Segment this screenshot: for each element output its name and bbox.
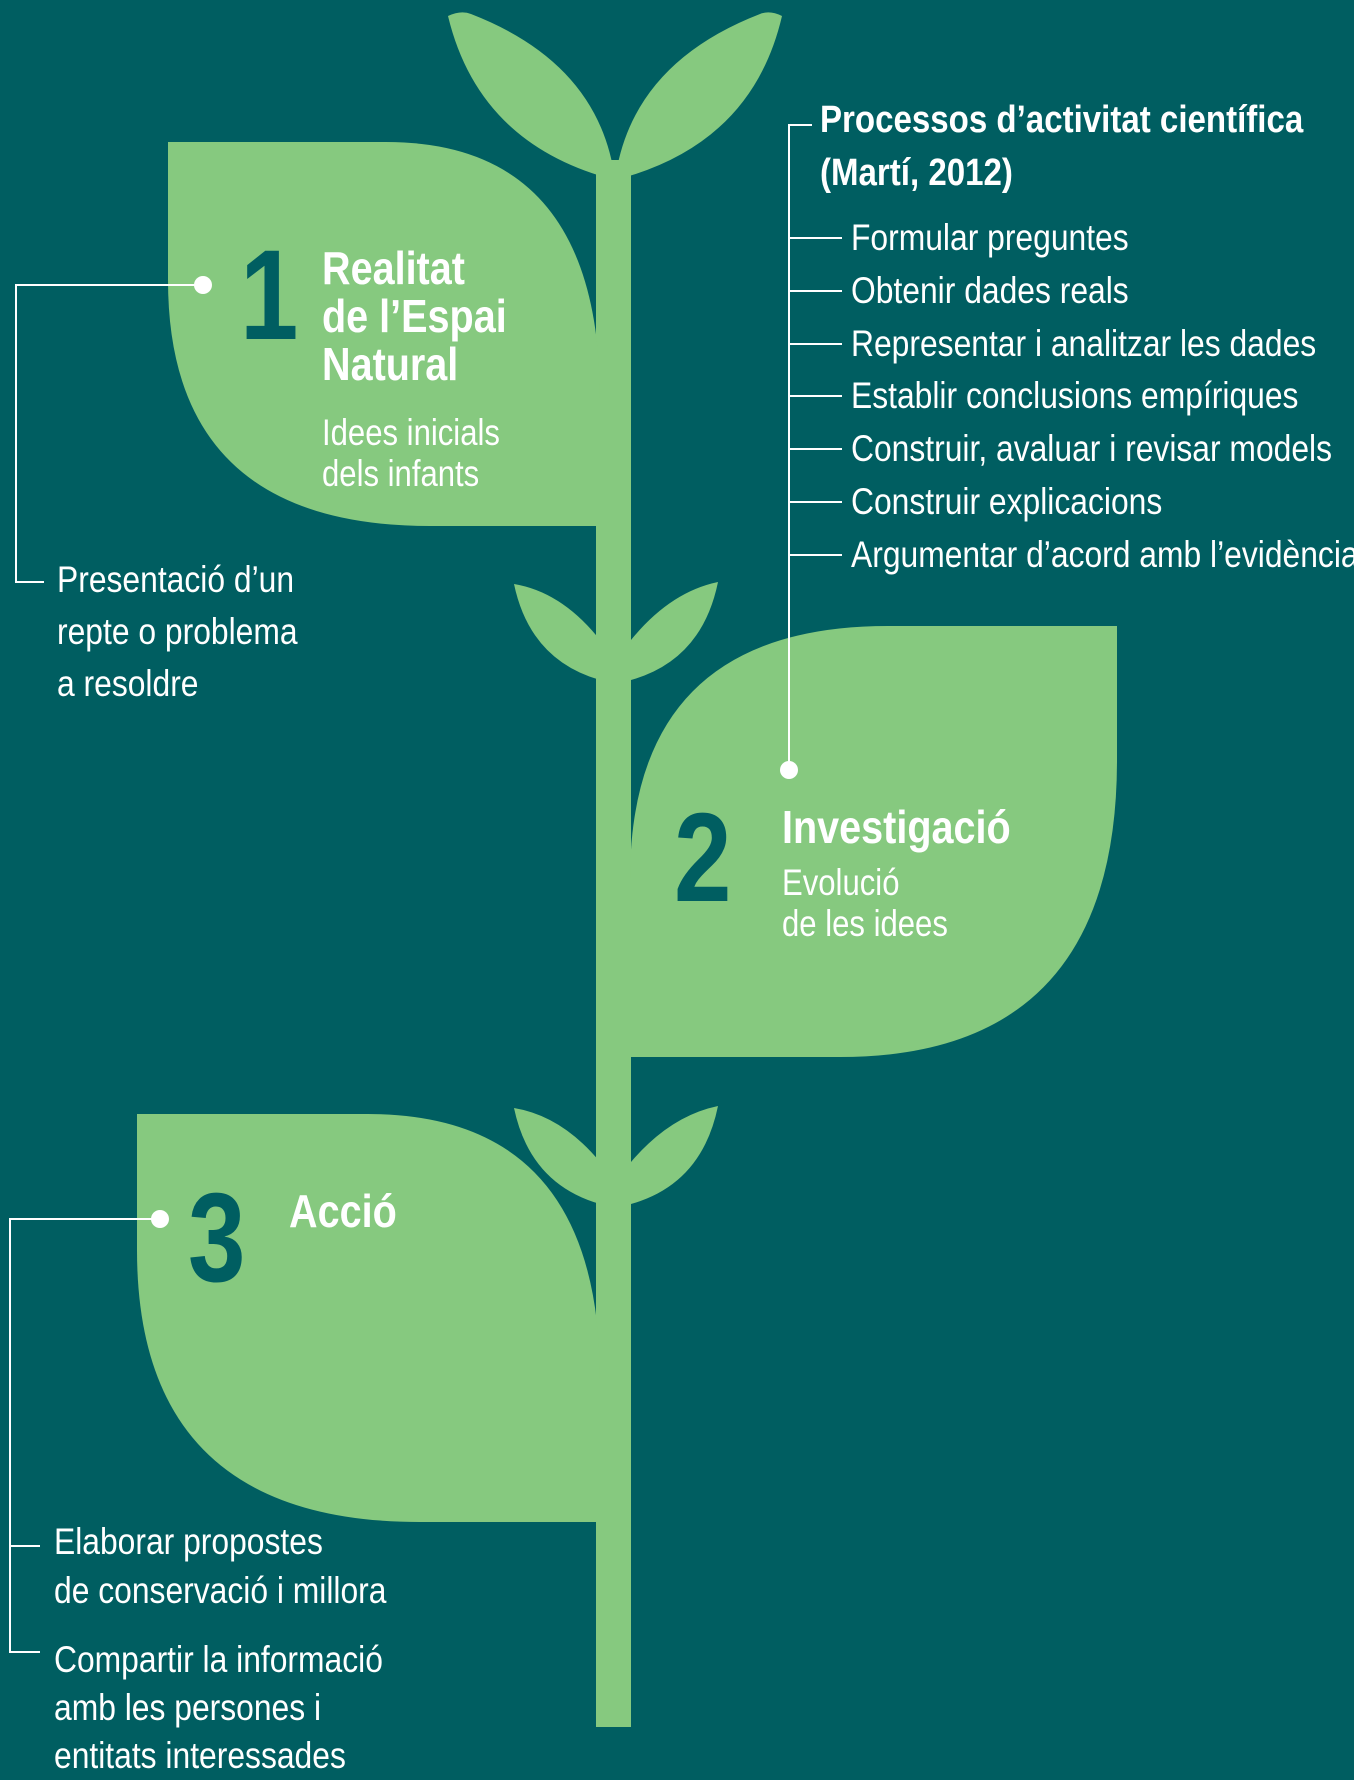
- stage3-note-2: Compartir la informació amb les persones…: [54, 1636, 383, 1780]
- stage1-title-line: Natural: [322, 338, 459, 390]
- process-item: Obtenir dades reals: [851, 270, 1129, 311]
- stage1-subtitle: Idees inicials dels infants: [322, 412, 500, 494]
- small-leaf-left-2: [514, 1108, 600, 1204]
- stage1-title-line: de l’Espai: [322, 290, 507, 342]
- stage3-note-line: amb les persones i: [54, 1687, 322, 1728]
- stage1-title-line: Realitat: [322, 242, 465, 294]
- stage3-dot: [151, 1210, 169, 1228]
- stage3-number: 3: [188, 1167, 246, 1308]
- stage1-connector: [15, 284, 200, 583]
- top-left-leaf: [448, 12, 615, 181]
- small-leaf-right-1: [631, 582, 718, 680]
- stage3-note-line: Elaborar propostes: [54, 1521, 323, 1562]
- connector-lines: [9, 124, 842, 1653]
- stage2-leaf: [630, 626, 1117, 1057]
- processes-heading-line: (Martí, 2012): [820, 152, 1013, 194]
- process-item: Argumentar d’acord amb l’evidència: [851, 534, 1354, 575]
- stage1-note-line: Presentació d’un: [57, 559, 295, 600]
- process-item: Representar i analitzar les dades: [851, 323, 1317, 364]
- process-item: Construir explicacions: [851, 481, 1163, 522]
- stage1-subtitle-line: Idees inicials: [322, 412, 500, 453]
- stage3-note-line: entitats interessades: [54, 1735, 346, 1776]
- stage1-number: 1: [240, 224, 299, 367]
- stage2-number: 2: [674, 787, 732, 928]
- process-item: Establir conclusions empíriques: [851, 375, 1299, 416]
- stage2-subtitle: Evolució de les idees: [782, 862, 948, 944]
- stage3-title: Acció: [289, 1185, 397, 1237]
- small-leaf-right-2: [631, 1106, 718, 1204]
- process-item: Formular preguntes: [851, 217, 1129, 258]
- process-item: Construir, avaluar i revisar models: [851, 428, 1333, 469]
- top-right-leaf: [615, 12, 782, 181]
- plant-stem: [596, 160, 631, 1727]
- stage1-leaf: [168, 142, 600, 526]
- connector-dots: [151, 276, 798, 1228]
- stage2-dot: [780, 761, 798, 779]
- processes-heading-line: Processos d’activitat científica: [820, 99, 1304, 141]
- stage1-note-line: a resoldre: [57, 663, 199, 704]
- stage3-connector: [9, 1218, 158, 1653]
- processes-heading: Processos d’activitat científica (Martí,…: [820, 94, 1303, 200]
- stage3-leaf: [137, 1114, 600, 1522]
- stage1-note: Presentació d’un repte o problema a reso…: [57, 554, 298, 710]
- small-leaf-left-1: [514, 584, 600, 680]
- stage1-title: Realitat de l’Espai Natural: [322, 244, 507, 388]
- stage2-title: Investigació: [782, 801, 1011, 853]
- stage2-subtitle-line: Evolució: [782, 862, 900, 903]
- stage1-note-line: repte o problema: [57, 611, 298, 652]
- stage3-note-line: de conservació i millora: [54, 1570, 387, 1611]
- stage1-dot: [194, 276, 212, 294]
- stage3-note-line: Compartir la informació: [54, 1639, 383, 1680]
- stage1-subtitle-line: dels infants: [322, 453, 480, 494]
- stage2-subtitle-line: de les idees: [782, 903, 948, 944]
- stage3-note-1: Elaborar propostes de conservació i mill…: [54, 1517, 386, 1615]
